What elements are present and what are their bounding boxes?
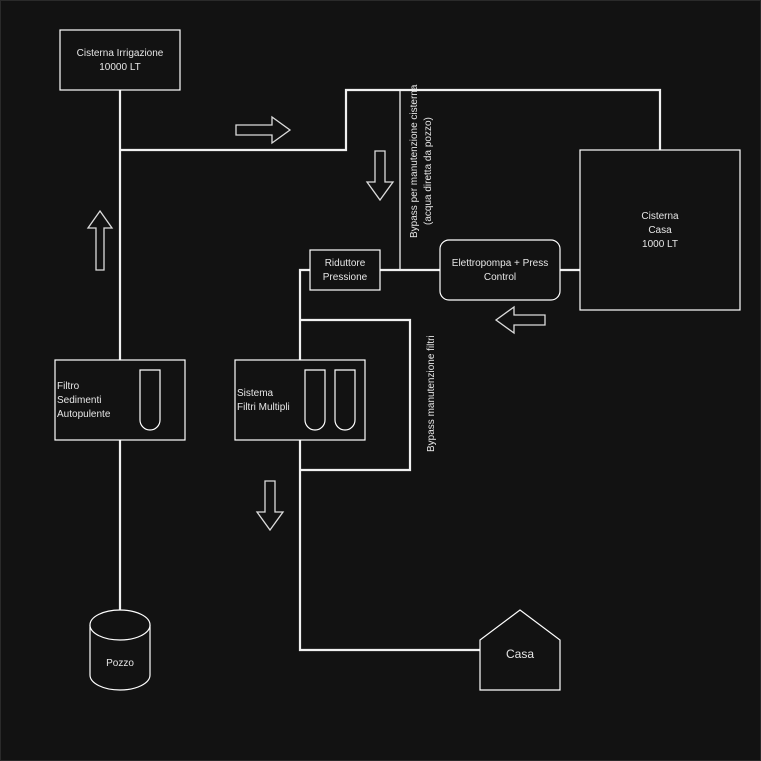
pipe-riduttore-to-filtri xyxy=(298,268,310,360)
bypass-cisterna-label-1: Bypass per manutenzione cisterna xyxy=(409,84,420,238)
arrow-down-icon xyxy=(365,150,395,202)
pipe-main-to-cisterna-casa xyxy=(120,88,662,152)
arrow-right-icon xyxy=(235,115,292,145)
pozzo-label: Pozzo xyxy=(106,658,134,669)
filtro-sedimenti-box[interactable] xyxy=(54,359,186,441)
casa-label: Casa xyxy=(506,647,534,661)
node-sistema-filtri[interactable]: Sistema Filtri Multipli xyxy=(234,359,366,441)
filter-cartridge-icon xyxy=(304,369,326,431)
node-filtro-sedimenti[interactable]: Filtro Sedimenti Autopulente xyxy=(54,359,186,441)
pipes xyxy=(118,88,662,652)
cisterna-casa-label-1: Cisterna xyxy=(641,211,679,222)
filtro-sedimenti-label-3: Autopulente xyxy=(57,409,111,420)
node-elettropompa[interactable]: Elettropompa + Press Control xyxy=(439,239,561,301)
filtro-sedimenti-label-1: Filtro xyxy=(57,381,80,392)
bypass-cisterna-label-2: (acqua diretta da pozzo) xyxy=(423,117,434,225)
flow-arrows xyxy=(86,115,546,532)
pipe-filtri-to-casa xyxy=(298,440,480,652)
annotation-bypass-cisterna: Bypass per manutenzione cisterna (acqua … xyxy=(409,84,434,238)
riduttore-label-1: Riduttore xyxy=(325,258,366,269)
node-cisterna-irrigazione[interactable]: Cisterna Irrigazione 10000 LT xyxy=(59,29,181,91)
arrow-left-icon xyxy=(494,305,546,335)
sistema-filtri-label-1: Sistema xyxy=(237,388,274,399)
elettropompa-label-1: Elettropompa + Press xyxy=(452,258,548,269)
arrow-down-icon xyxy=(255,480,285,532)
riduttore-label-2: Pressione xyxy=(323,272,368,283)
cisterna-irrigazione-label-2: 10000 LT xyxy=(99,62,141,73)
filtro-sedimenti-label-2: Sedimenti xyxy=(57,395,101,406)
sistema-filtri-label-2: Filtri Multipli xyxy=(237,402,290,413)
pipe-bypass-filtri xyxy=(300,318,412,472)
cisterna-casa-label-2: Casa xyxy=(648,225,672,236)
house-shape[interactable] xyxy=(479,609,561,691)
filter-cartridge-icon xyxy=(139,369,161,431)
pozzo-cylinder-rim xyxy=(89,624,151,641)
cisterna-casa-box[interactable] xyxy=(579,149,741,311)
node-casa[interactable]: Casa xyxy=(479,609,561,691)
node-pozzo[interactable]: Pozzo xyxy=(89,609,151,691)
riduttore-box[interactable] xyxy=(309,249,381,291)
elettropompa-label-2: Control xyxy=(484,272,516,283)
bypass-filtri-label: Bypass manutenzione filtri xyxy=(426,335,437,452)
node-riduttore-pressione[interactable]: Riduttore Pressione xyxy=(309,249,381,291)
filter-cartridge-icon xyxy=(334,369,356,431)
cisterna-irrigazione-label-1: Cisterna Irrigazione xyxy=(77,48,164,59)
cisterna-irrigazione-box[interactable] xyxy=(59,29,181,91)
pozzo-cylinder[interactable] xyxy=(89,609,151,691)
elettropompa-box[interactable] xyxy=(439,239,561,301)
node-cisterna-casa[interactable]: Cisterna Casa 1000 LT xyxy=(579,149,741,311)
arrow-up-icon xyxy=(86,209,114,271)
cisterna-casa-label-3: 1000 LT xyxy=(642,239,678,250)
